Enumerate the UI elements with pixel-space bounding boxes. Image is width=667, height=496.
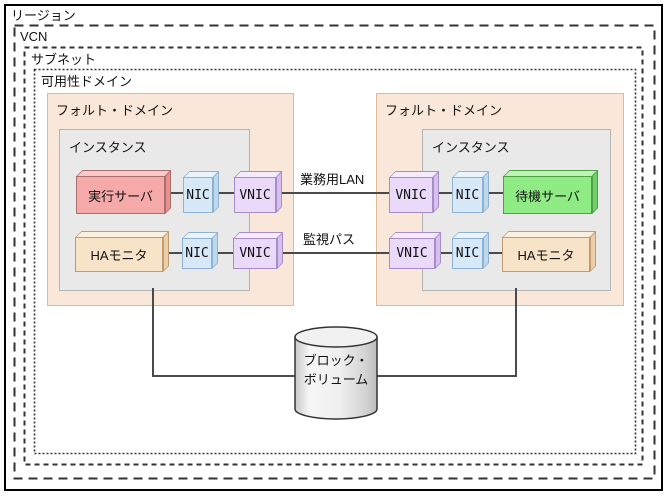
vcn-label: VCN	[20, 29, 48, 44]
instance-right-label: インスタンス	[432, 140, 510, 155]
standby-server-label: 待機サーバ	[515, 188, 580, 204]
business-lan-label: 業務用LAN	[300, 172, 365, 187]
vnic-label: VNIC	[239, 246, 271, 261]
availability-domain-border	[33, 68, 637, 455]
cylinder-body	[294, 336, 378, 420]
vnic-box-left-1: VNIC	[233, 171, 283, 213]
nic-label: NIC	[186, 187, 210, 203]
vnic-label: VNIC	[396, 246, 428, 261]
box-front-face: NIC	[452, 177, 483, 213]
nic-box-right-2: NIC	[451, 232, 490, 269]
vnic-box-right-2: VNIC	[388, 232, 442, 269]
vnic-box-left-2: VNIC	[232, 232, 284, 269]
subnet-border	[23, 46, 644, 466]
box-side-face	[277, 232, 283, 269]
nic-label: NIC	[455, 246, 480, 261]
box-side-face	[433, 171, 439, 213]
vnic-box-right-1: VNIC	[388, 171, 440, 213]
box-front-face: VNIC	[389, 238, 435, 269]
nic-box-right-1: NIC	[451, 171, 490, 213]
nic-box-left-1: NIC	[182, 171, 220, 213]
box-front-face: NIC	[452, 238, 483, 269]
box-side-face	[592, 170, 598, 214]
instance-left-label: インスタンス	[69, 140, 147, 155]
availability-domain-label: 可用性ドメイン	[41, 74, 133, 89]
box-side-face	[483, 232, 489, 269]
cylinder-top	[294, 326, 378, 348]
standby-server-box: 待機サーバ	[502, 170, 599, 214]
monitor-path-label: 監視パス	[303, 232, 356, 247]
box-side-face	[435, 232, 441, 269]
box-front-face: 実行サーバ	[76, 176, 165, 214]
vcn-border	[13, 24, 656, 480]
vnic-label: VNIC	[395, 187, 427, 203]
block-volume-cylinder	[294, 326, 378, 420]
subnet-label: サブネット	[31, 52, 97, 67]
box-front-face: HAモニタ	[502, 237, 590, 272]
box-front-face: 待機サーバ	[503, 176, 592, 214]
ha-monitor-label: HAモニタ	[90, 248, 148, 263]
block-volume-links	[152, 288, 517, 377]
box-side-face	[212, 232, 218, 269]
box-front-face: VNIC	[389, 177, 433, 213]
block-volume-label: ブロック・ ボリューム	[294, 351, 378, 389]
box-side-face	[213, 171, 219, 213]
region-label: リージョン	[11, 8, 76, 23]
exec-server-box: 実行サーバ	[75, 170, 172, 214]
box-side-face	[165, 170, 171, 214]
exec-server-label: 実行サーバ	[88, 188, 153, 204]
region-border	[4, 4, 663, 491]
block-volume-label-line2: ボリューム	[303, 372, 369, 387]
block-volume-label-line1: ブロック・	[303, 353, 369, 368]
nic-label: NIC	[185, 246, 209, 261]
fault-domain-left-label: フォルト・ドメイン	[56, 103, 174, 118]
box-side-face	[163, 231, 169, 272]
ha-monitor-box-right: HAモニタ	[501, 231, 597, 272]
fault-domain-right-label: フォルト・ドメイン	[385, 103, 503, 118]
box-side-face	[483, 171, 489, 213]
box-side-face	[276, 171, 282, 213]
box-front-face: HAモニタ	[75, 237, 163, 272]
box-side-face	[590, 231, 596, 272]
box-front-face: VNIC	[234, 177, 276, 213]
nic-box-left-2: NIC	[181, 232, 219, 269]
box-front-face: VNIC	[233, 238, 277, 269]
volume-link-left	[152, 288, 295, 377]
vnic-label: VNIC	[239, 187, 271, 203]
ha-monitor-label: HAモニタ	[517, 248, 575, 263]
volume-link-right	[377, 288, 517, 377]
nic-label: NIC	[455, 187, 480, 203]
box-front-face: NIC	[183, 177, 213, 213]
ha-monitor-box-left: HAモニタ	[74, 231, 170, 272]
box-front-face: NIC	[182, 238, 212, 269]
